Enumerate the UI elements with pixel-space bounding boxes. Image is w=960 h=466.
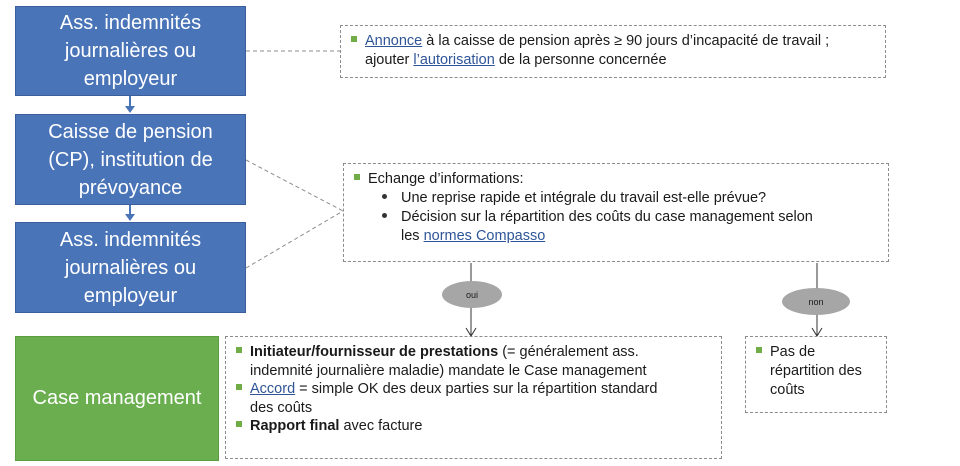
note-question: Décision sur la répartition des coûts du… [354,208,878,227]
note-question: Une reprise rapide et intégrale du trava… [354,189,878,208]
bullet-square-icon [351,36,357,43]
note-text: des coûts [250,399,313,416]
note-information-exchange: Echange d’informations: Une reprise rapi… [343,163,889,262]
flow-box-line: Ass. indemnités [59,12,202,34]
flow-box-line: journalières ou [64,40,197,62]
note-text: (= généralement ass. [498,344,639,360]
note-case-management-details: Initiateur/fournisseur de prestations (=… [225,336,722,459]
note-text: Décision sur la répartition des coûts du… [401,209,813,225]
note-line: Rapport final avec facture [236,417,711,436]
bullet-dot-icon [382,193,387,199]
decision-yes-ellipse: oui [442,281,502,308]
note-text: = simple OK des deux parties sur la répa… [295,381,658,397]
note-text: avec facture [339,418,423,434]
bullet-square-icon [236,421,242,428]
decision-no-label: non [808,296,824,307]
note-text: indemnité journalière maladie) mandate l… [250,362,647,379]
note-question-continued: les normes Compasso [354,227,878,246]
link-announcement[interactable]: Annonce [365,33,423,49]
note-bold-text: Rapport final [250,418,340,434]
case-management-box: Case management [15,336,219,461]
bullet-dot-icon [382,212,387,218]
case-management-label: Case management [32,387,202,409]
flow-box-line: prévoyance [78,176,183,199]
note-no-cost-split: Pas de répartition des coûts [745,336,887,413]
bullet-square-icon [236,384,242,391]
note-line: coûts [756,381,876,400]
flow-box-pension-fund: Caisse de pension (CP), institution de p… [15,114,246,205]
note-heading: Echange d’informations: [354,170,878,189]
note-text: Pas de [770,344,816,360]
flow-box-line: Ass. indemnités [59,228,202,251]
note-line: indemnité journalière maladie) mandate l… [236,362,711,381]
note-announcement: Annonce à la caisse de pension après ≥ 9… [340,25,886,78]
link-compasso-norms[interactable]: normes Compasso [423,228,546,244]
note-line: des coûts [236,399,711,418]
note-heading-text: Echange d’informations: [368,171,524,187]
flow-box-insurer-top: Ass. indemnités journalières ou employeu… [15,6,246,96]
flow-box-insurer-bottom: Ass. indemnités journalières ou employeu… [15,222,246,313]
note-text: les [401,228,424,244]
note-text: répartition des [770,363,862,379]
note-line: Pas de [756,343,876,362]
bullet-square-icon [756,347,762,354]
note-text: ajouter [365,52,414,68]
note-text: coûts [770,382,805,398]
note-line: Annonce à la caisse de pension après ≥ 9… [351,32,875,51]
flow-box-line: journalières ou [64,256,197,279]
flow-box-line: employeur [83,68,178,90]
note-bold-text: Initiateur/fournisseur de prestations [250,344,499,360]
bullet-square-icon [354,174,360,181]
note-text: à la caisse de pension après ≥ 90 jours … [422,33,830,49]
note-line: Initiateur/fournisseur de prestations (=… [236,343,711,362]
note-line: répartition des [756,362,876,381]
note-line: ajouter l’autorisation de la personne co… [351,51,875,70]
note-text: de la personne concernée [494,52,667,68]
flow-box-line: (CP), institution de [48,148,213,171]
decision-no-ellipse: non [782,288,850,315]
link-agreement[interactable]: Accord [250,381,296,397]
flow-box-line: Caisse de pension [48,120,213,143]
note-text: Une reprise rapide et intégrale du trava… [401,190,767,206]
decision-yes-label: oui [465,289,478,300]
link-authorization[interactable]: l’autorisation [413,52,495,68]
note-line: Accord = simple OK des deux parties sur … [236,380,711,399]
bullet-square-icon [236,347,242,354]
flow-box-line: employeur [83,284,178,307]
